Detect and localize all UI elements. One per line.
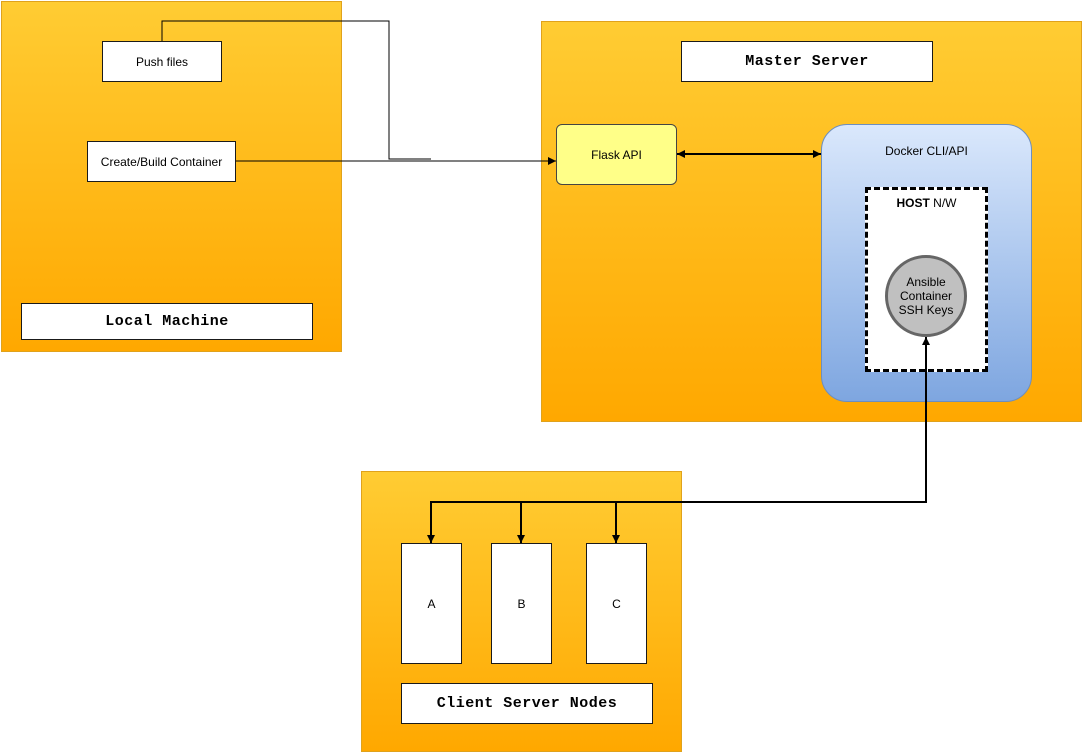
ansible-container-label: Ansible Container SSH Keys <box>898 275 954 317</box>
create-build-container-label: Create/Build Container <box>100 154 223 169</box>
create-build-container-box[interactable]: Create/Build Container <box>87 141 236 182</box>
client-server-nodes-title: Client Server Nodes <box>401 683 653 724</box>
flask-api-box[interactable]: Flask API <box>556 124 677 185</box>
flask-api-label: Flask API <box>591 147 642 162</box>
ansible-container-node[interactable]: Ansible Container SSH Keys <box>885 255 967 337</box>
push-files-box[interactable]: Push files <box>102 41 222 82</box>
push-files-label: Push files <box>135 54 189 69</box>
client-node-b[interactable]: B <box>491 543 552 664</box>
host-network-label: HOST N/W <box>896 196 957 210</box>
client-node-c-label: C <box>612 596 621 611</box>
local-machine-title: Local Machine <box>21 303 313 340</box>
client-node-c[interactable]: C <box>586 543 647 664</box>
client-node-a[interactable]: A <box>401 543 462 664</box>
master-server-title: Master Server <box>681 41 933 82</box>
ansible-to-clients-connector[interactable] <box>427 337 930 543</box>
client-node-b-label: B <box>517 596 526 611</box>
docker-cli-api-label: Docker CLI/API <box>885 144 968 158</box>
client-node-a-label: A <box>427 596 436 611</box>
push-files-connector <box>161 20 431 160</box>
